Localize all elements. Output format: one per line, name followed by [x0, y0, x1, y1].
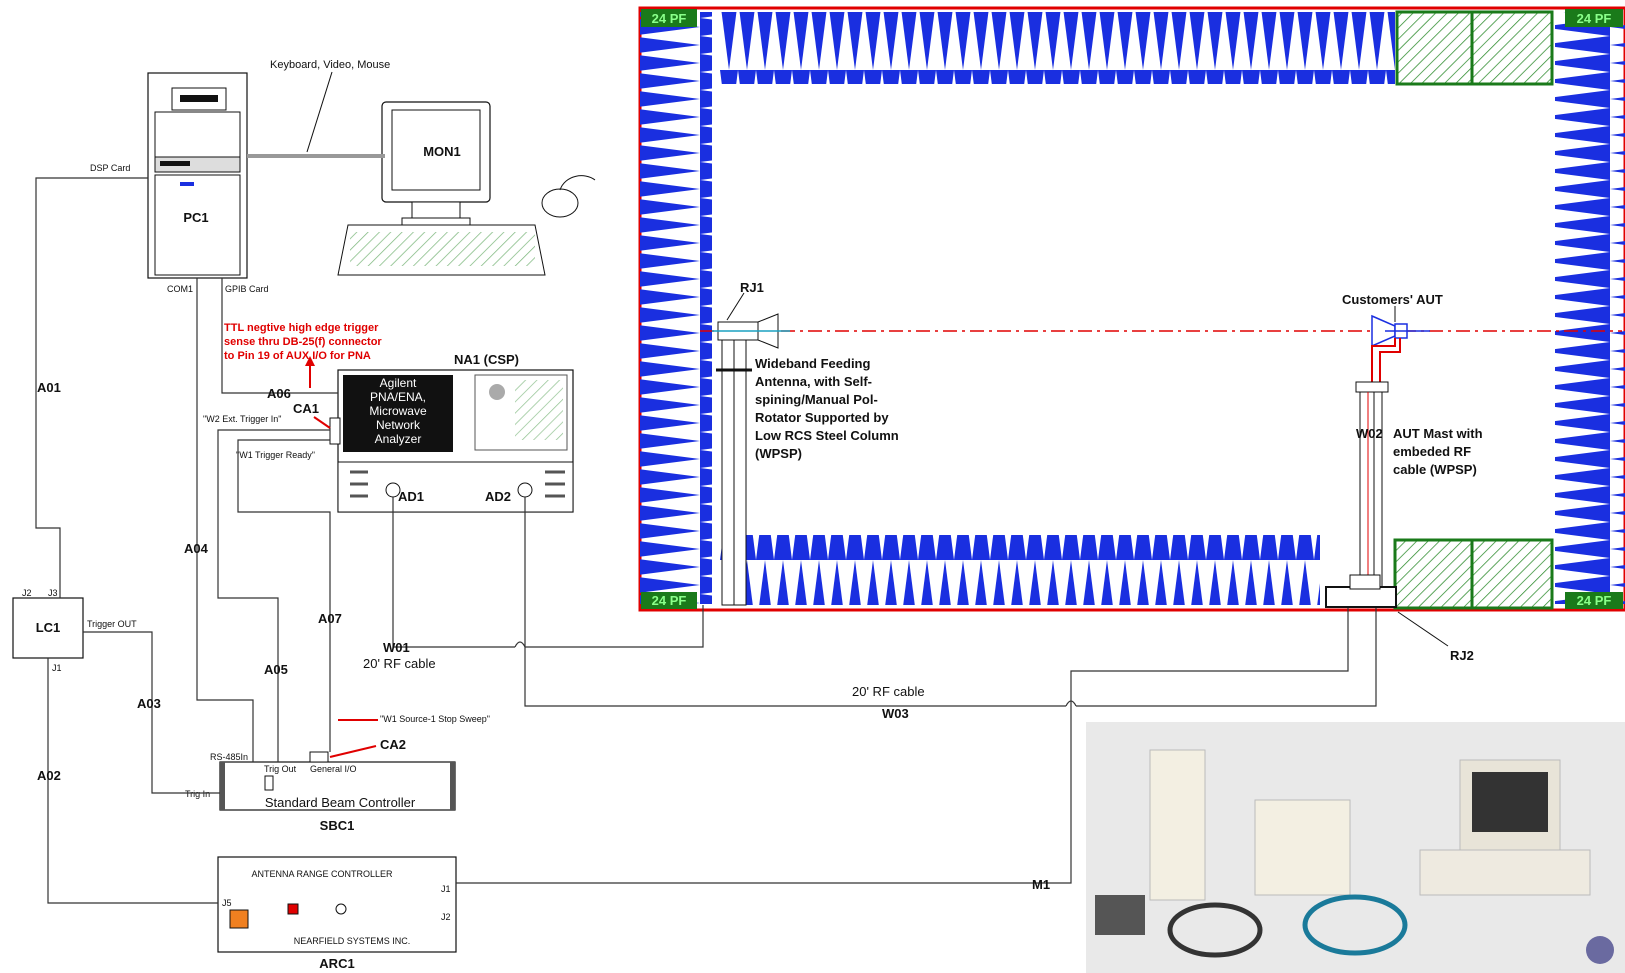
pf-tag-top-right: 24 PF	[1565, 9, 1623, 27]
feed-desc-5: Low RCS Steel Column	[755, 428, 899, 443]
a05-label: A05	[264, 662, 288, 677]
ad2-label: AD2	[485, 489, 511, 504]
equipment-photo	[1086, 722, 1625, 973]
arc1-box: ANTENNA RANGE CONTROLLER NEARFIELD SYSTE…	[217, 856, 457, 953]
arc-j5-label: J5	[222, 898, 232, 908]
pf-tag-bottom-left: 24 PF	[641, 592, 697, 609]
lc1-j3-label: J3	[48, 588, 58, 598]
aut-mast	[1325, 381, 1397, 608]
ca2-label: CA2	[380, 737, 406, 752]
gpib-label: GPIB Card	[225, 284, 269, 294]
lc1-j2-label: J2	[22, 588, 32, 598]
a07-label: A07	[318, 611, 342, 626]
aut-antenna	[1371, 314, 1430, 382]
svg-text:Analyzer: Analyzer	[375, 432, 422, 446]
svg-text:24 PF: 24 PF	[1577, 593, 1612, 608]
a01-label: A01	[37, 380, 61, 395]
svg-text:24 PF: 24 PF	[1577, 11, 1612, 26]
m1-label: M1	[1032, 877, 1050, 892]
ca1-label: CA1	[293, 401, 319, 416]
trig-in-label: Trig In	[185, 789, 210, 799]
svg-text:Agilent: Agilent	[380, 376, 417, 390]
pc1-label: PC1	[183, 210, 208, 225]
svg-text:Network: Network	[376, 418, 421, 432]
absorber-foam-box-bottom	[1393, 538, 1554, 610]
absorber-foam-box-top	[1395, 10, 1554, 86]
w01-label: W01	[383, 640, 410, 655]
w03-label: W03	[882, 706, 909, 721]
na1-label: NA1 (CSP)	[454, 352, 519, 367]
aut-label: Customers' AUT	[1342, 292, 1443, 307]
lc1-j1-label: J1	[52, 663, 62, 673]
keyboard	[337, 224, 546, 276]
arc-maker: NEARFIELD SYSTEMS INC.	[294, 936, 411, 946]
arc-name: ANTENNA RANGE CONTROLLER	[251, 869, 393, 879]
mouse	[541, 175, 596, 218]
svg-text:24 PF: 24 PF	[652, 11, 687, 26]
rf-cable-20-b: 20' RF cable	[852, 684, 925, 699]
a04-label: A04	[184, 541, 209, 556]
na1-network-analyzer: Agilent PNA/ENA, Microwave Network Analy…	[337, 369, 574, 513]
w1-trigger-ready-label: "W1 Trigger Ready"	[236, 450, 315, 460]
rs485-label: RS-485In	[210, 752, 248, 762]
mon1-monitor: MON1	[381, 101, 491, 227]
rj2-label: RJ2	[1450, 648, 1474, 663]
w1-source-label: "W1 Source-1 Stop Sweep"	[380, 714, 490, 724]
trigger-note-3: to Pin 19 of AUX I/O for PNA	[224, 350, 371, 362]
feed-antenna	[712, 313, 790, 606]
pf-tag-bottom-right: 24 PF	[1565, 592, 1623, 609]
rf-cable-20-a: 20' RF cable	[363, 656, 436, 671]
feed-desc-6: (WPSP)	[755, 446, 802, 461]
kvm-label: Keyboard, Video, Mouse	[270, 59, 390, 71]
svg-text:LC1: LC1	[36, 620, 61, 635]
a02-label: A02	[37, 768, 61, 783]
mast-desc-3: cable (WPSP)	[1393, 462, 1477, 477]
a03-label: A03	[137, 696, 161, 711]
a06-label: A06	[267, 386, 291, 401]
svg-text:PNA/ENA,: PNA/ENA,	[370, 390, 426, 404]
general-io-label: General I/O	[310, 764, 357, 774]
feed-desc-3: spining/Manual Pol-	[755, 392, 878, 407]
svg-text:Microwave: Microwave	[369, 404, 427, 418]
mast-desc-1: AUT Mast with	[1393, 426, 1483, 441]
wiring	[35, 177, 1377, 904]
arc1-label: ARC1	[319, 956, 354, 971]
sbc1-label: SBC1	[320, 818, 355, 833]
trigger-note-2: sense thru DB-25(f) connector	[224, 336, 382, 348]
com1-label: COM1	[167, 284, 193, 294]
sbc-name: Standard Beam Controller	[265, 795, 416, 810]
feed-desc-4: Rotator Supported by	[755, 410, 889, 425]
rj1-label: RJ1	[740, 280, 764, 295]
ad1-label: AD1	[398, 489, 424, 504]
w02-label: W02	[1356, 426, 1383, 441]
lc1-box: LC1	[12, 597, 84, 659]
w2-ext-trigger-label: "W2 Ext. Trigger In"	[203, 414, 281, 424]
trigger-note-1: TTL negtive high edge trigger	[224, 322, 379, 334]
dsp-card-label: DSP Card	[90, 163, 130, 173]
anechoic-chamber: 24 PF 24 PF 24 PF 24 PF RJ1 Wideband Fee…	[638, 6, 1625, 663]
feed-desc-1: Wideband Feeding	[755, 356, 870, 371]
mast-desc-2: embeded RF	[1393, 444, 1471, 459]
feed-desc-2: Antenna, with Self-	[755, 374, 872, 389]
trig-out-label: Trig Out	[264, 764, 297, 774]
arc-j2-label: J2	[441, 912, 451, 922]
pc1-tower: PC1	[147, 72, 248, 279]
mon1-label: MON1	[423, 144, 461, 159]
sbc1-box: Standard Beam Controller	[219, 761, 456, 811]
arc-j1-label: J1	[441, 884, 451, 894]
pf-tag-top-left: 24 PF	[641, 9, 697, 27]
trigger-out-label: Trigger OUT	[87, 619, 137, 629]
svg-text:24 PF: 24 PF	[652, 593, 687, 608]
